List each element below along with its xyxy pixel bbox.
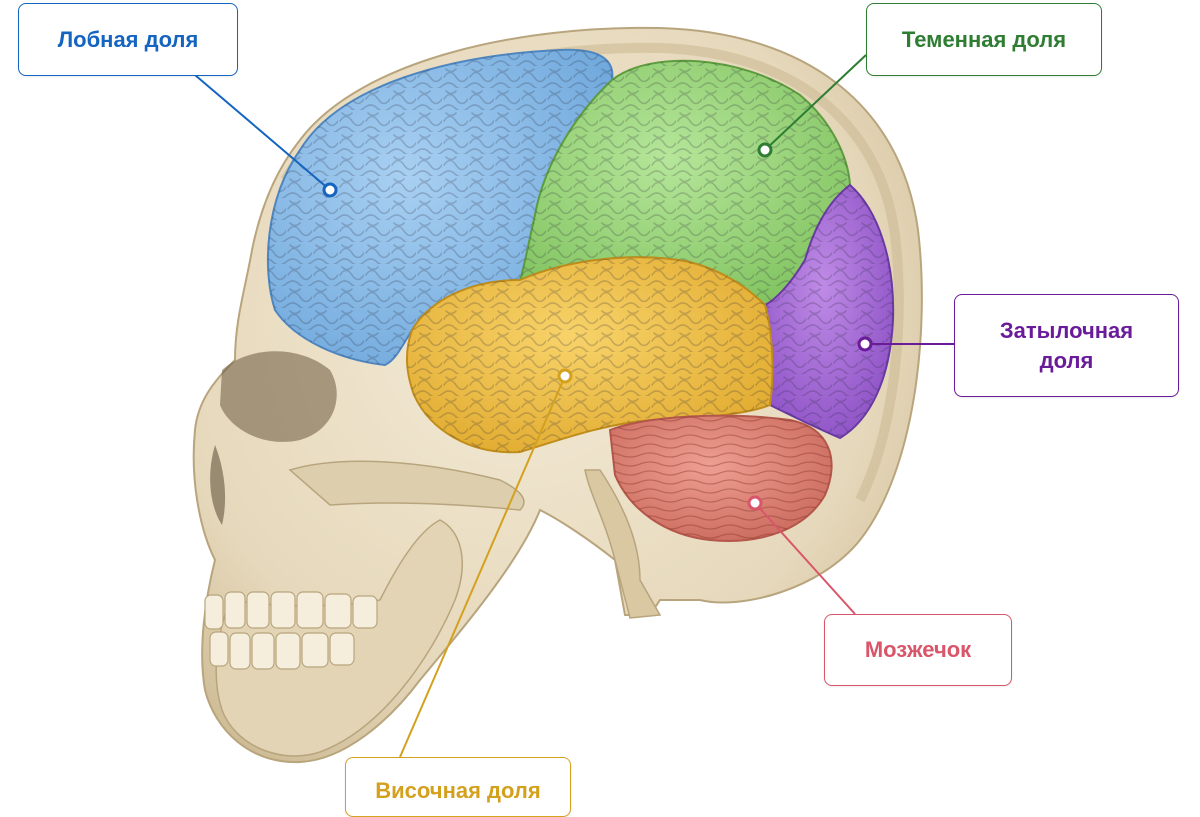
eye-orbit bbox=[220, 351, 337, 442]
brainstem bbox=[584, 469, 662, 619]
label-temporal-lobe: Височная доля bbox=[345, 757, 571, 817]
label-frontal-lobe: Лобная доля bbox=[18, 3, 238, 76]
label-parietal-lobe: Теменная доля bbox=[866, 3, 1102, 76]
dot-temporal bbox=[557, 368, 573, 384]
leader-temporal bbox=[399, 375, 566, 758]
brain bbox=[266, 48, 895, 542]
leader-parietal bbox=[764, 54, 867, 151]
zygomatic-arch bbox=[288, 460, 525, 511]
anchor-dots bbox=[322, 142, 873, 511]
label-occipital-text: Затылочная доля bbox=[999, 317, 1134, 373]
leader-lines bbox=[194, 54, 954, 758]
label-cerebellum-text: Мозжечок bbox=[864, 637, 972, 663]
label-temporal-text: Височная доля bbox=[375, 778, 541, 803]
label-frontal-text: Лобная доля bbox=[57, 26, 199, 52]
teeth bbox=[204, 591, 378, 670]
nasal-cavity bbox=[210, 445, 226, 525]
dot-cerebellum bbox=[747, 495, 763, 511]
label-occipital-lobe: Затылочная доля bbox=[954, 294, 1179, 397]
leader-cerebellum bbox=[754, 502, 856, 615]
label-cerebellum: Мозжечок bbox=[824, 614, 1012, 686]
dot-frontal bbox=[322, 182, 338, 198]
leader-frontal bbox=[194, 74, 331, 191]
label-parietal-text: Теменная доля bbox=[901, 26, 1067, 52]
dot-occipital bbox=[857, 336, 873, 352]
dot-parietal bbox=[757, 142, 773, 158]
